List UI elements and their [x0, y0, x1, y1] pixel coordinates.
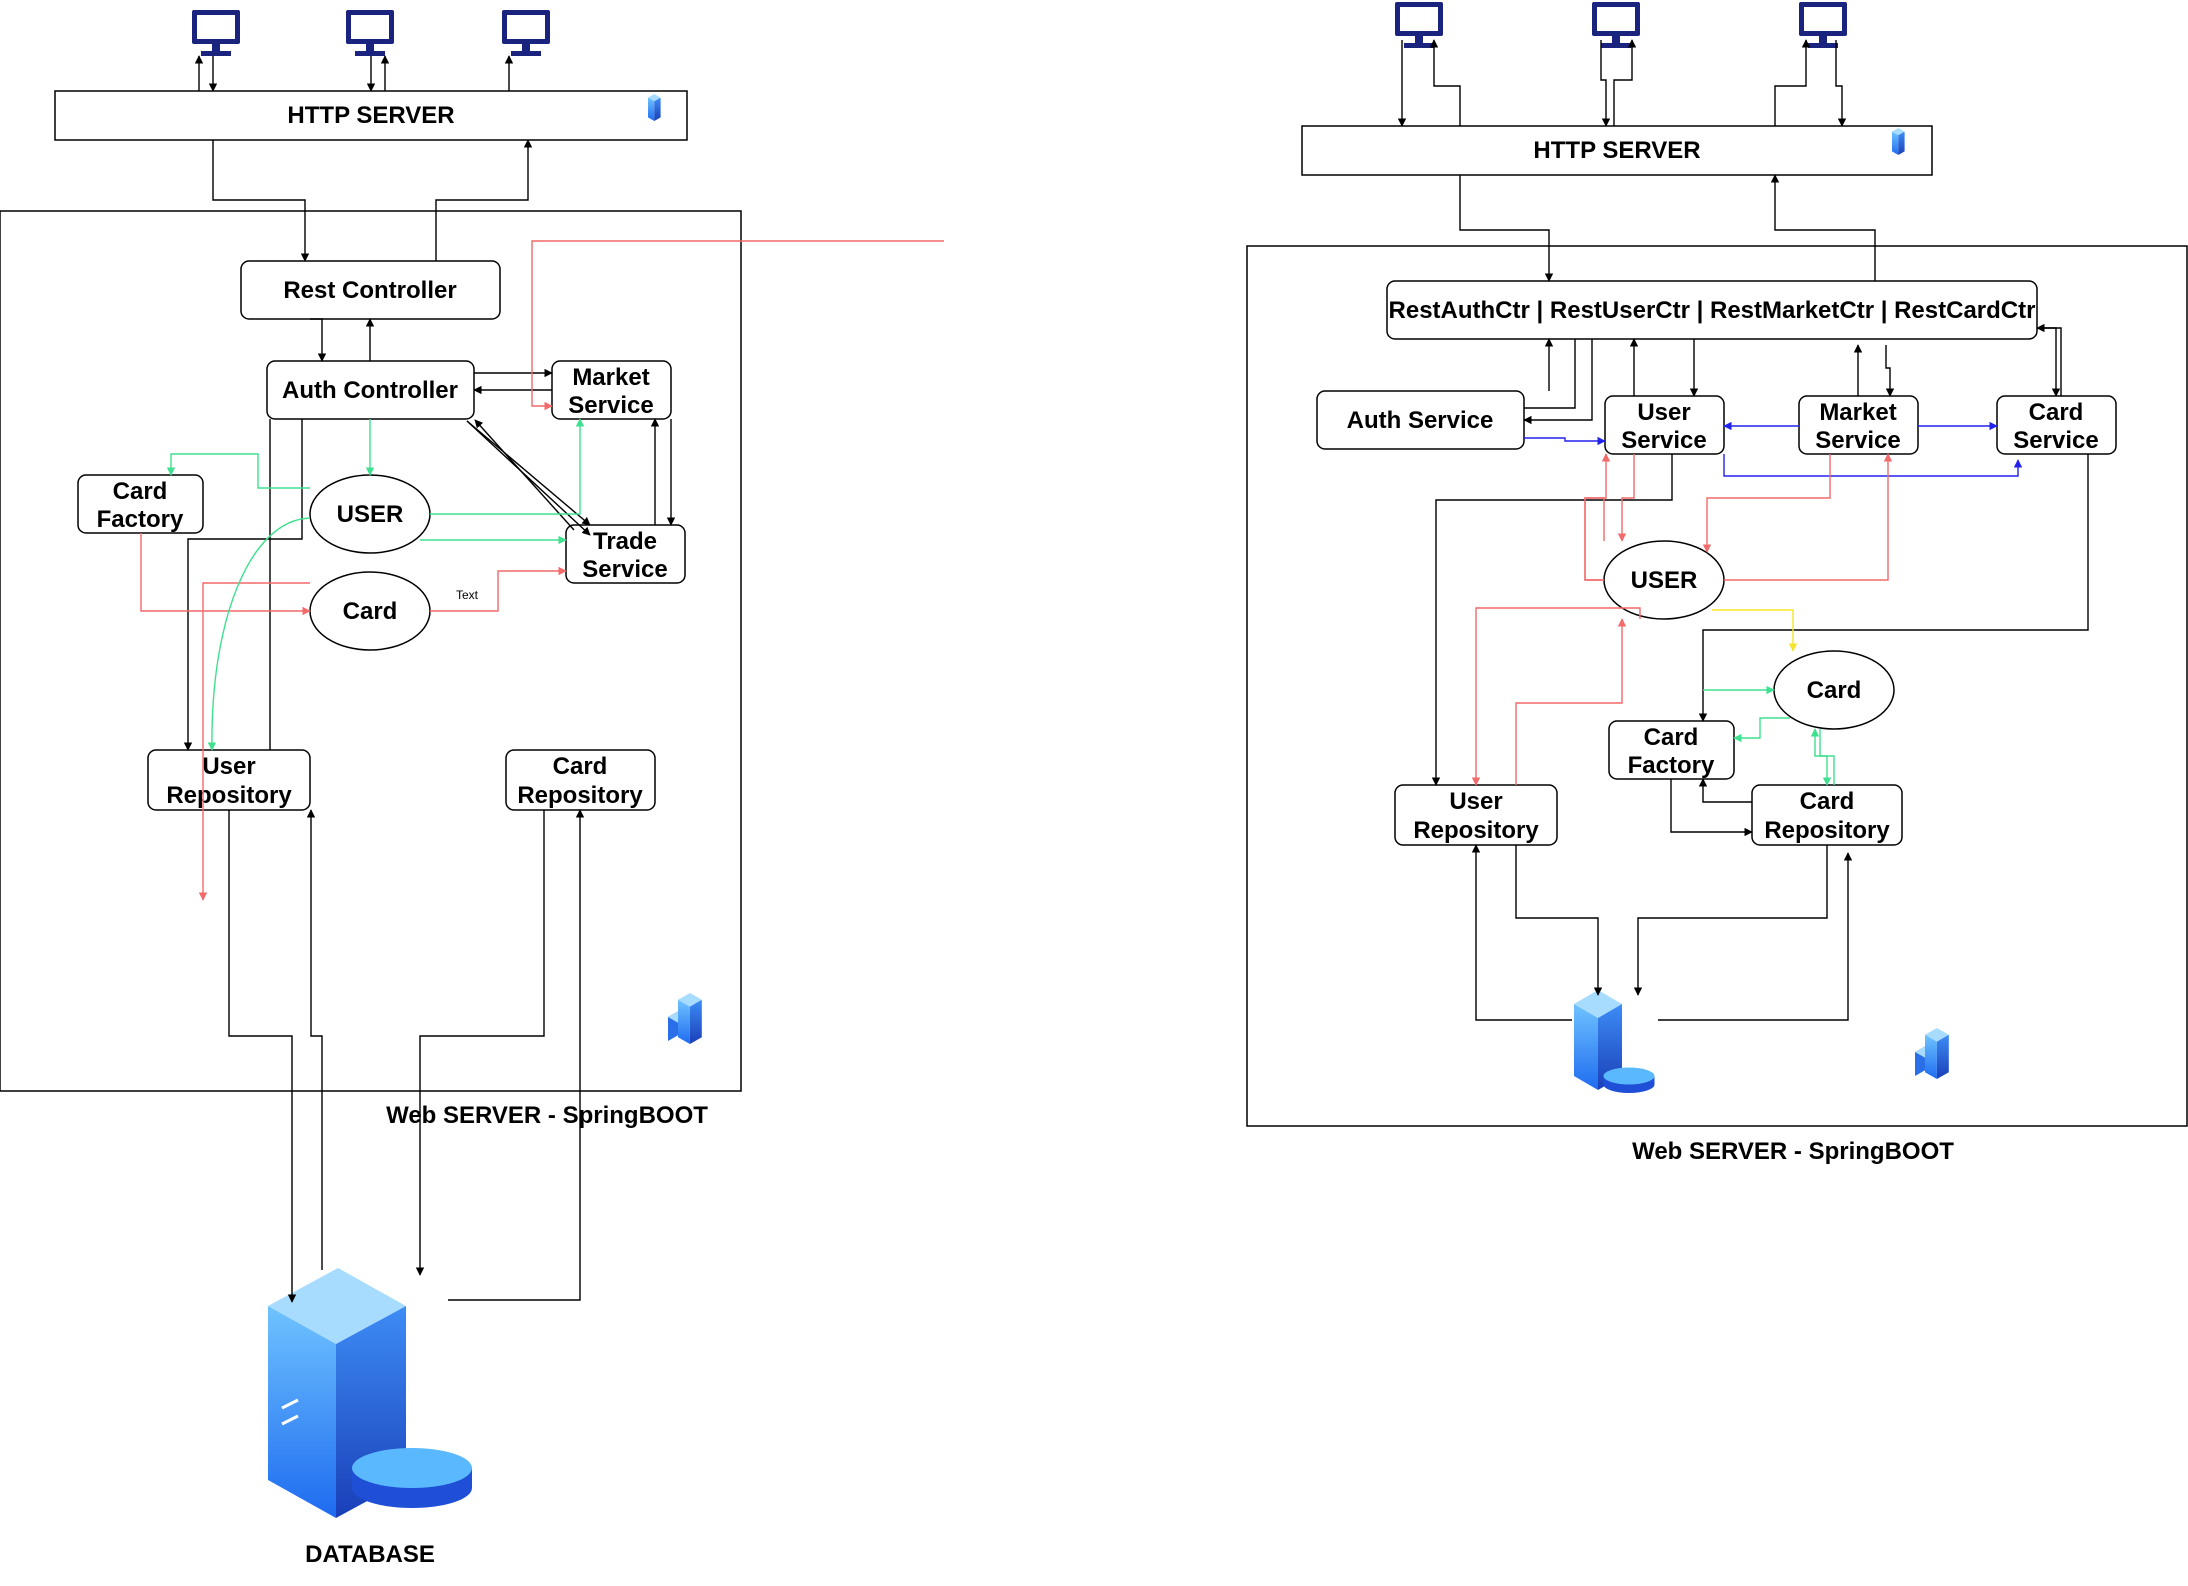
card-factory-label-line2: Factory [97, 506, 184, 533]
card-entity-label: Card [343, 598, 398, 625]
right-diagram: HTTP SERVER Web SERVER - SpringBOOT Rest… [1246, 2, 2188, 1165]
user-entity-label: USER [1631, 567, 1698, 594]
edge-text-label: Text [456, 588, 479, 602]
card-service-label-line2: Service [2013, 427, 2098, 454]
card-repository-label-line2: Repository [517, 782, 643, 809]
left-diagram: HTTP SERVER Web SERVER - SpringBOOT Rest… [0, 10, 944, 1568]
http-server-label: HTTP SERVER [1533, 137, 1700, 164]
http-server-label: HTTP SERVER [287, 102, 454, 129]
card-service-label-line1: Card [2029, 399, 2084, 426]
card-factory-label-line1: Card [1644, 724, 1699, 751]
database-server-icon [268, 1268, 472, 1518]
left-green-edges [166, 418, 585, 751]
right-yellow-edges [1712, 609, 1798, 652]
user-entity-label: USER [337, 501, 404, 528]
database-label: DATABASE [305, 1541, 435, 1568]
rest-controller-label: Rest Controller [283, 277, 456, 304]
user-service-label-line2: Service [1621, 427, 1706, 454]
card-repository-label-line1: Card [1800, 788, 1855, 815]
web-server-caption: Web SERVER - SpringBOOT [1632, 1138, 1954, 1165]
http-server-box [1301, 125, 1933, 176]
server-icon [648, 94, 661, 121]
trade-service-label-line2: Service [582, 556, 667, 583]
web-server-frame [1246, 245, 2188, 1127]
user-repository-label-line1: User [202, 753, 255, 780]
trade-service-label-line1: Trade [593, 528, 657, 555]
monitor-icon [346, 10, 394, 56]
database-server-icon [1574, 990, 1655, 1093]
card-repository-label-line1: Card [553, 753, 608, 780]
left-black-edges [183, 55, 676, 1303]
server-rack-icon [668, 993, 702, 1044]
user-repository-label-line2: Repository [166, 782, 292, 809]
server-rack-icon [1915, 1028, 1949, 1079]
card-repository-label-line2: Repository [1764, 817, 1890, 844]
user-repository-label-line1: User [1449, 788, 1502, 815]
trade-service-box [565, 524, 686, 584]
web-server-caption: Web SERVER - SpringBOOT [386, 1102, 708, 1129]
auth-service-label: Auth Service [1347, 407, 1494, 434]
user-repository-label-line2: Repository [1413, 817, 1539, 844]
user-service-label-line1: User [1637, 399, 1690, 426]
market-service-label-line2: Service [1815, 427, 1900, 454]
monitor-icon [192, 10, 240, 56]
rest-controllers-box [1386, 280, 2038, 340]
card-factory-label-line2: Factory [1628, 752, 1715, 779]
monitor-icon [502, 10, 550, 56]
http-server-box [54, 90, 688, 141]
right-red-edges [1471, 453, 1893, 786]
card-factory-label-line1: Card [113, 478, 168, 505]
market-service-label-line2: Service [568, 392, 653, 419]
right-green-edges [1703, 685, 1835, 786]
right-black-edges [1397, 39, 2089, 1021]
monitor-icon [1592, 2, 1640, 48]
web-server-frame [0, 210, 742, 1092]
left-red-edges [140, 240, 944, 901]
market-service-label-line1: Market [572, 364, 649, 391]
auth-controller-label: Auth Controller [282, 377, 458, 404]
rest-controllers-label: RestAuthCtr | RestUserCtr | RestMarketCt… [1389, 297, 2036, 324]
right-blue-edges [1524, 421, 2023, 477]
market-service-label-line1: Market [1819, 399, 1896, 426]
server-icon [1892, 128, 1905, 155]
card-entity-label: Card [1807, 677, 1862, 704]
